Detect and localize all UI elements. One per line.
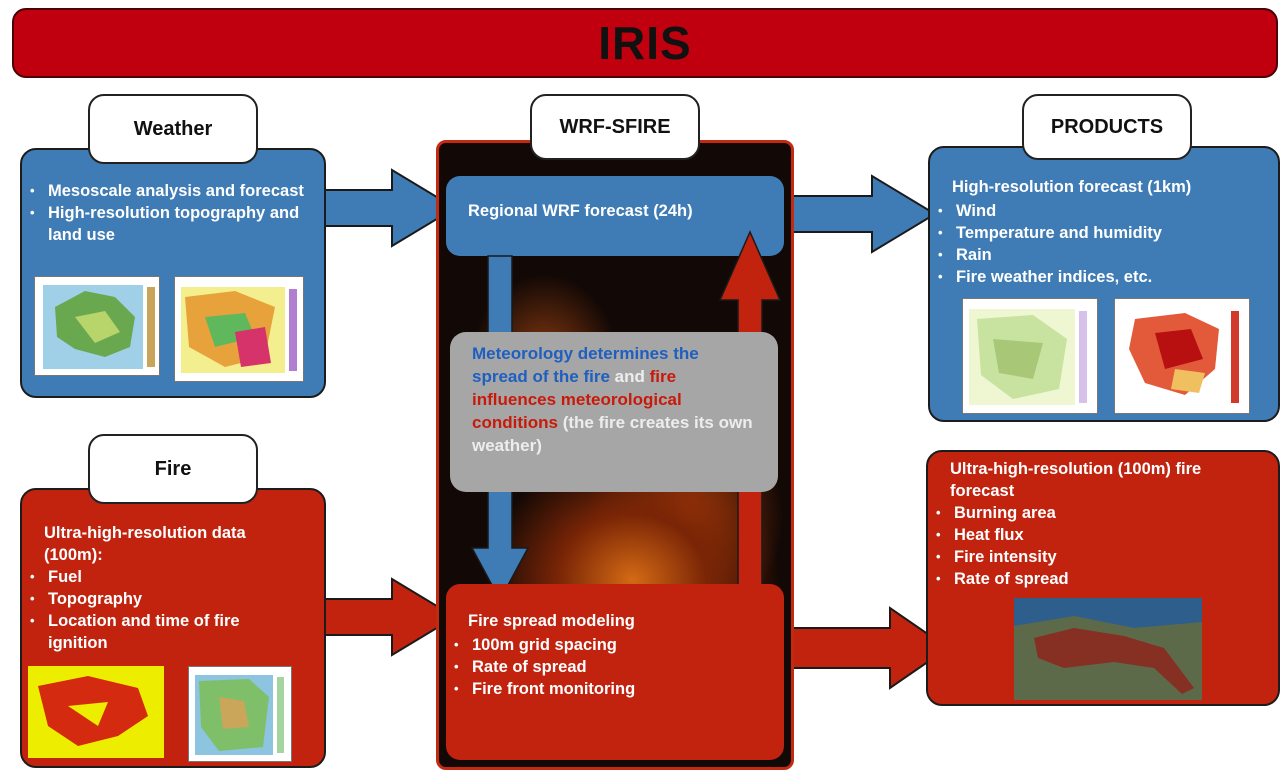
products-fire-panel: Ultra-high-resolution (100m) fire foreca… (926, 450, 1280, 706)
fire-index-map-thumbnail (1114, 298, 1250, 414)
fire-label: Fire (88, 434, 258, 504)
weather-item: Mesoscale analysis and forecast (26, 180, 316, 202)
fire-spread-title: Fire spread modeling (468, 612, 635, 630)
fire-item: Topography (26, 588, 296, 610)
coupling-text-spread: spread of the fire (472, 367, 610, 386)
weather-label-text: Weather (133, 117, 213, 140)
wind-map-thumbnail (962, 298, 1098, 414)
coupling-explanation: Meteorology determines the spread of the… (450, 332, 778, 492)
regional-forecast-text: Regional WRF forecast (24h) (468, 202, 693, 220)
products-forecast-panel: High-resolution forecast (1km) Wind Temp… (928, 146, 1280, 422)
fire-item: Location and time of fire ignition (26, 610, 296, 654)
forecast-item: Fire weather indices, etc. (934, 266, 1264, 288)
burned-area-satellite-thumbnail (1014, 598, 1202, 700)
fire-item: Fuel (26, 566, 296, 588)
coupling-text-influence: influences meteorological conditions (472, 390, 682, 432)
products-label-text: PRODUCTS (1050, 115, 1164, 138)
wrf-sfire-label-text: WRF-SFIRE (559, 115, 671, 138)
fire-product-item: Rate of spread (932, 568, 1252, 590)
fire-product-item: Fire intensity (932, 546, 1252, 568)
spread-item: 100m grid spacing (450, 634, 770, 656)
coupling-text-and: and (614, 367, 645, 386)
europe-map-thumbnail (34, 276, 160, 376)
weather-label: Weather (88, 94, 258, 164)
products-fire-title: Ultra-high-resolution (100m) fire foreca… (950, 460, 1202, 500)
weather-item: High-resolution topography and land use (26, 202, 316, 246)
coupling-text-fire: fire (649, 367, 677, 386)
products-label: PRODUCTS (1022, 94, 1192, 160)
forecast-item: Rain (934, 244, 1264, 266)
fire-panel: Ultra-high-resolution data (100m): Fuel … (20, 488, 326, 768)
fire-label-text: Fire (154, 457, 192, 480)
fire-intro: Ultra-high-resolution data (100m): (44, 524, 246, 564)
coupling-text-meteorology: Meteorology determines the (472, 344, 699, 363)
weather-panel: Mesoscale analysis and forecast High-res… (20, 148, 326, 398)
spread-item: Rate of spread (450, 656, 770, 678)
fire-spread-box: Fire spread modeling 100m grid spacing R… (446, 584, 784, 760)
fuel-map-thumbnail (28, 666, 164, 758)
products-forecast-title: High-resolution forecast (1km) (952, 178, 1192, 196)
coupling-text-own-weather: (the fire creates its own weather) (472, 413, 753, 455)
landuse-map-thumbnail (174, 276, 304, 382)
forecast-item: Wind (934, 200, 1264, 222)
title-text: IRIS (598, 17, 692, 69)
forecast-item: Temperature and humidity (934, 222, 1264, 244)
spread-item: Fire front monitoring (450, 678, 770, 700)
fire-product-item: Heat flux (932, 524, 1252, 546)
regional-forecast-box: Regional WRF forecast (24h) (446, 176, 784, 256)
wrf-sfire-label: WRF-SFIRE (530, 94, 700, 160)
topography-map-thumbnail (188, 666, 292, 762)
fire-product-item: Burning area (932, 502, 1252, 524)
title-banner: IRIS (12, 8, 1278, 78)
